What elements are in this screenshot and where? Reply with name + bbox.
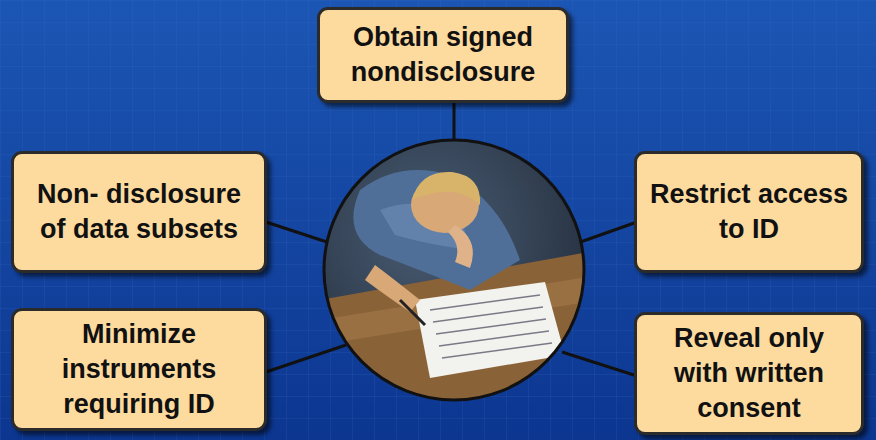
box-label: Minimize instruments requiring ID (24, 317, 254, 422)
box-label: Reveal only with written consent (647, 321, 851, 426)
student-photo (320, 136, 600, 410)
rounded-box: Non- disclosure of data subsets (11, 151, 267, 273)
rounded-box: Restrict access to ID (634, 151, 864, 273)
box-label: Non- disclosure of data subsets (24, 177, 254, 247)
photo-frame (324, 140, 584, 400)
box-label: Obtain signed nondisclosure (330, 20, 556, 90)
rounded-box: Obtain signed nondisclosure (317, 7, 569, 103)
box-label: Restrict access to ID (647, 177, 851, 247)
rounded-box: Reveal only with written consent (634, 312, 864, 435)
rounded-box: Minimize instruments requiring ID (11, 308, 267, 431)
